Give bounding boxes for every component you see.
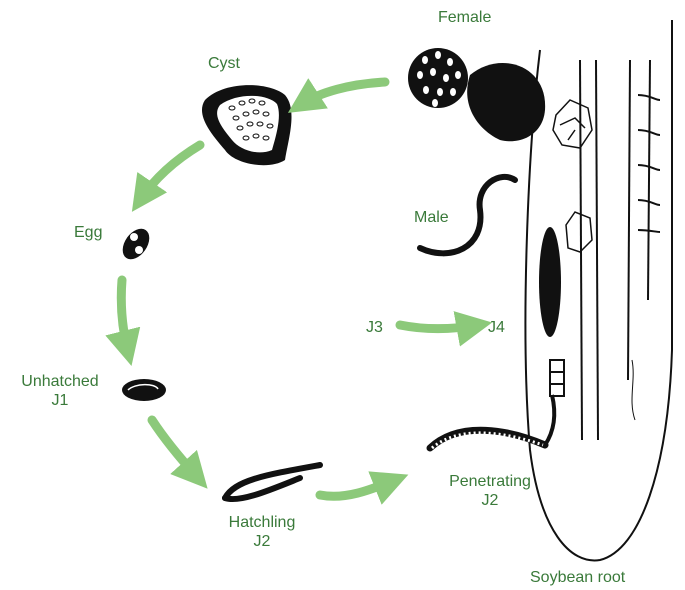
label-j3: J3: [366, 318, 383, 337]
label-j4: J4: [488, 318, 505, 337]
label-cyst: Cyst: [208, 54, 240, 73]
label-unhatched-line2: J1: [14, 391, 106, 410]
label-female: Female: [438, 8, 491, 27]
j4-nematode-icon: [539, 227, 561, 337]
giant-cell-icon: [553, 100, 592, 252]
hatchling-j2-icon: [225, 465, 320, 499]
label-hatchling-line2: J2: [220, 532, 304, 551]
egg-icon: [117, 224, 155, 264]
label-soybean-root: Soybean root: [530, 568, 625, 587]
label-hatchling-line1: Hatchling: [220, 513, 304, 532]
unhatched-j1-icon: [122, 379, 166, 401]
label-penetrating-line1: Penetrating: [432, 472, 548, 491]
female-nematode-icon: [408, 48, 545, 141]
label-unhatched-line1: Unhatched: [14, 372, 106, 391]
life-cycle-arrows: [121, 82, 478, 496]
cyst-icon: [202, 85, 292, 165]
label-egg: Egg: [74, 223, 102, 242]
penetrating-j2-icon: [430, 395, 554, 448]
label-hatchling-j2: Hatchling J2: [220, 513, 304, 551]
label-male: Male: [414, 208, 449, 227]
label-penetrating-line2: J2: [432, 491, 548, 510]
label-unhatched-j1: Unhatched J1: [14, 372, 106, 410]
label-penetrating-j2: Penetrating J2: [432, 472, 548, 510]
